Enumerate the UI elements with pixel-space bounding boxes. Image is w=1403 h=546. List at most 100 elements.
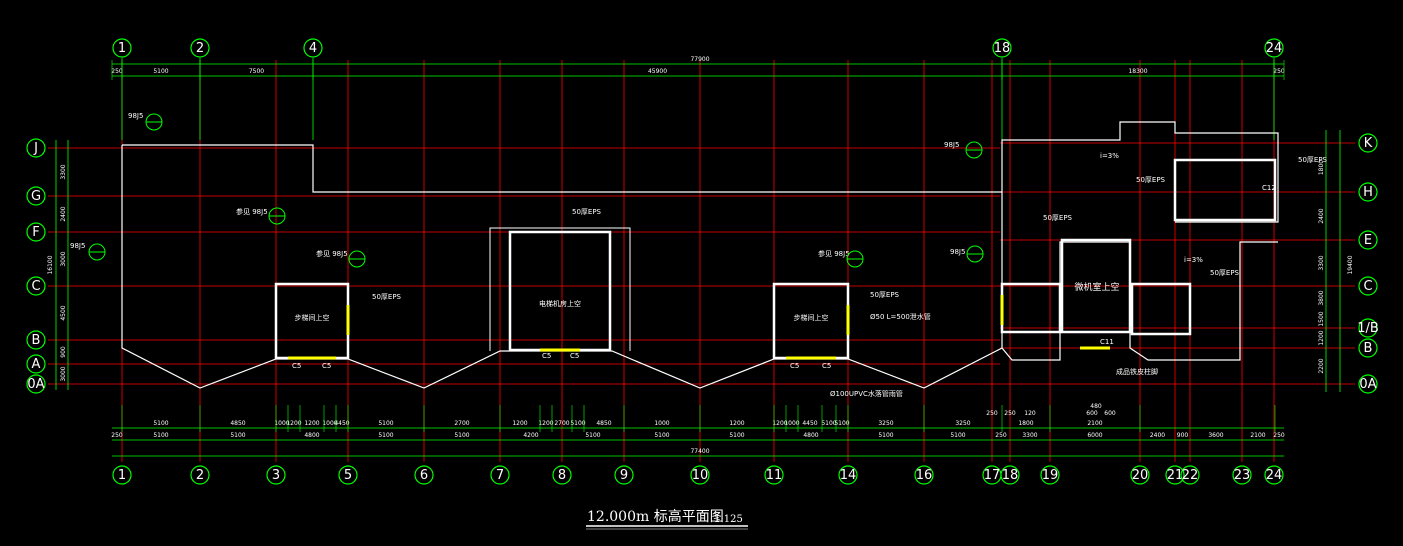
axis-bubble-left-G-circle	[26, 186, 46, 206]
axis-bubble-right-E-label: E	[1364, 233, 1372, 248]
eps-note-4: 50厚EPS	[1043, 214, 1073, 222]
see-detail-3: 参见 98J5	[818, 249, 850, 258]
axis-bubble-bottom-24-label: 24	[1266, 468, 1283, 483]
axis-bubble-bottom-7-label: 7	[496, 468, 504, 483]
eps-note-6: 50厚EPS	[1298, 156, 1328, 164]
axis-bubble-left-F-label: F	[32, 225, 39, 240]
axis-grid-lines	[48, 58, 1355, 462]
down-pipe-note: Ø100UPVC水落管雨管	[830, 389, 903, 398]
axis-bubble-top-1-label: 1	[118, 41, 126, 56]
top-dim-2: 7500	[249, 68, 264, 75]
bottom-dim-row1-23: 1800	[1018, 420, 1033, 427]
top-dim-4: 18300	[1128, 68, 1147, 75]
left-dim-5: 3000	[60, 366, 67, 381]
bottom-dim-row1-24: 2100	[1087, 420, 1102, 427]
axis-bubble-bottom-7: 7	[490, 465, 510, 485]
axis-bubble-top-4: 4	[303, 38, 323, 58]
axis-bubble-left-0A: 0A	[26, 374, 46, 394]
axis-bubble-bottom-19: 19	[1040, 465, 1060, 485]
bottom-dim-row1-18: 4450	[802, 420, 817, 427]
machine-room	[1060, 238, 1132, 334]
axis-bubble-top-4-circle	[303, 38, 323, 58]
axis-bubble-bottom-16-label: 16	[916, 468, 933, 483]
drawing-title: 12.000m 标高平面图 1:125	[586, 508, 748, 530]
bottom-dim-row2-13: 250	[995, 432, 1007, 439]
axis-bubble-top-18-circle	[992, 38, 1012, 58]
axis-bubble-bottom-5-circle	[338, 465, 358, 485]
bottom-dim-row2-4: 5100	[378, 432, 393, 439]
eps-note-5: 50厚EPS	[1136, 176, 1166, 184]
axis-bubble-right-K-label: K	[1364, 136, 1373, 151]
label-c5-a: C5	[292, 362, 301, 370]
bottom-dim-row1-2: 1000	[274, 420, 289, 427]
axis-bubble-right-0A: 0A	[1358, 374, 1378, 394]
detail-callout-1	[145, 113, 163, 131]
axis-bubble-top-24-label: 24	[1266, 41, 1283, 56]
bottom-dim-row1-6: 4450	[334, 420, 349, 427]
axis-bubble-left-A-label: A	[32, 357, 41, 372]
bottom-dim-row1-16: 1200	[772, 420, 787, 427]
room-label-stair-2: 步梯间上空	[794, 313, 829, 322]
axis-bubble-bottom-16: 16	[914, 465, 934, 485]
bottom-dim-row2-16: 2400	[1150, 432, 1165, 439]
axis-bubble-bottom-20: 20	[1130, 465, 1150, 485]
axis-bubble-bottom-6: 6	[414, 465, 434, 485]
right-dim-5: 1200	[1318, 330, 1325, 345]
label-c12: C12	[1262, 184, 1276, 192]
left-dim-4: 900	[60, 346, 67, 358]
axis-bubble-bottom-20-circle	[1130, 465, 1150, 485]
detail-code-1: 98J5	[128, 112, 143, 120]
axis-bubble-bottom-20-label: 20	[1132, 468, 1149, 483]
left-dim-6: 16100	[47, 255, 54, 274]
axis-bubble-bottom-5: 5	[338, 465, 358, 485]
right-dim-6: 2200	[1318, 358, 1325, 373]
bottom-dim-row2-3: 4800	[304, 432, 319, 439]
slope-2: i=3%	[1184, 256, 1203, 264]
axis-bubble-bottom-17-label: 17	[984, 468, 1001, 483]
axis-bubble-bottom-11-circle	[764, 465, 784, 485]
axis-bubble-left-J-circle	[26, 138, 46, 158]
axis-bubble-bottom-19-label: 19	[1042, 468, 1059, 483]
axis-bubble-left-A-circle	[26, 354, 46, 374]
detail-code-3: 98J5	[944, 141, 959, 149]
eps-note-2: 50厚EPS	[372, 293, 402, 301]
axis-bubble-right-B: B	[1358, 338, 1378, 358]
axis-bubble-bottom-16-circle	[914, 465, 934, 485]
axis-bubble-right-K: K	[1358, 133, 1378, 153]
bottom-dim-small-5: 120	[1024, 410, 1036, 417]
bottom-dim-row1-20: 5100	[834, 420, 849, 427]
axis-bubble-bottom-23: 23	[1232, 465, 1252, 485]
label-c5-e: C5	[790, 362, 799, 370]
rain-note: 成品铁皮柱脚	[1116, 367, 1158, 376]
title-text: 12.000m 标高平面图	[587, 508, 724, 525]
top-dim-total: 77900	[690, 56, 709, 63]
axis-bubble-right-B-circle	[1358, 338, 1378, 358]
label-c5-c: C5	[542, 352, 551, 360]
axis-bubble-right-E: E	[1358, 230, 1378, 250]
axis-bubble-left-B-label: B	[32, 333, 41, 348]
see-detail-2: 参见 98J5	[316, 249, 348, 258]
axis-bubble-bottom-21-circle	[1165, 465, 1185, 485]
bottom-dim-small-4: 480	[1090, 403, 1102, 410]
axis-bubble-bottom-23-circle	[1232, 465, 1252, 485]
label-c5-b: C5	[322, 362, 331, 370]
label-c5-f: C5	[822, 362, 831, 370]
eps-note-7: 50厚EPS	[1210, 269, 1240, 277]
bottom-dim-row1-3: 1200	[286, 420, 301, 427]
bottom-dim-small-0: 250	[986, 410, 998, 417]
axis-bubble-bottom-1-circle	[112, 465, 132, 485]
axis-bubble-bottom-6-circle	[414, 465, 434, 485]
axis-bubble-right-C-circle	[1358, 276, 1378, 296]
axis-bubble-right-E-circle	[1358, 230, 1378, 250]
left-dim-2: 3000	[60, 251, 67, 266]
eps-note-1: 50厚EPS	[572, 208, 602, 216]
axis-bubble-bottom-17: 17	[982, 465, 1002, 485]
axis-bubble-left-C-label: C	[31, 279, 40, 294]
axis-bubble-bottom-1-label: 1	[118, 468, 126, 483]
axis-bubble-bottom-22-label: 22	[1182, 468, 1199, 483]
axis-bubble-bottom-21-label: 21	[1167, 468, 1184, 483]
axis-bubble-top-18-label: 18	[994, 41, 1011, 56]
bottom-dim-small-1: 250	[1004, 410, 1016, 417]
detail-callout-5	[846, 250, 864, 268]
bottom-dim-row2-2: 5100	[230, 432, 245, 439]
